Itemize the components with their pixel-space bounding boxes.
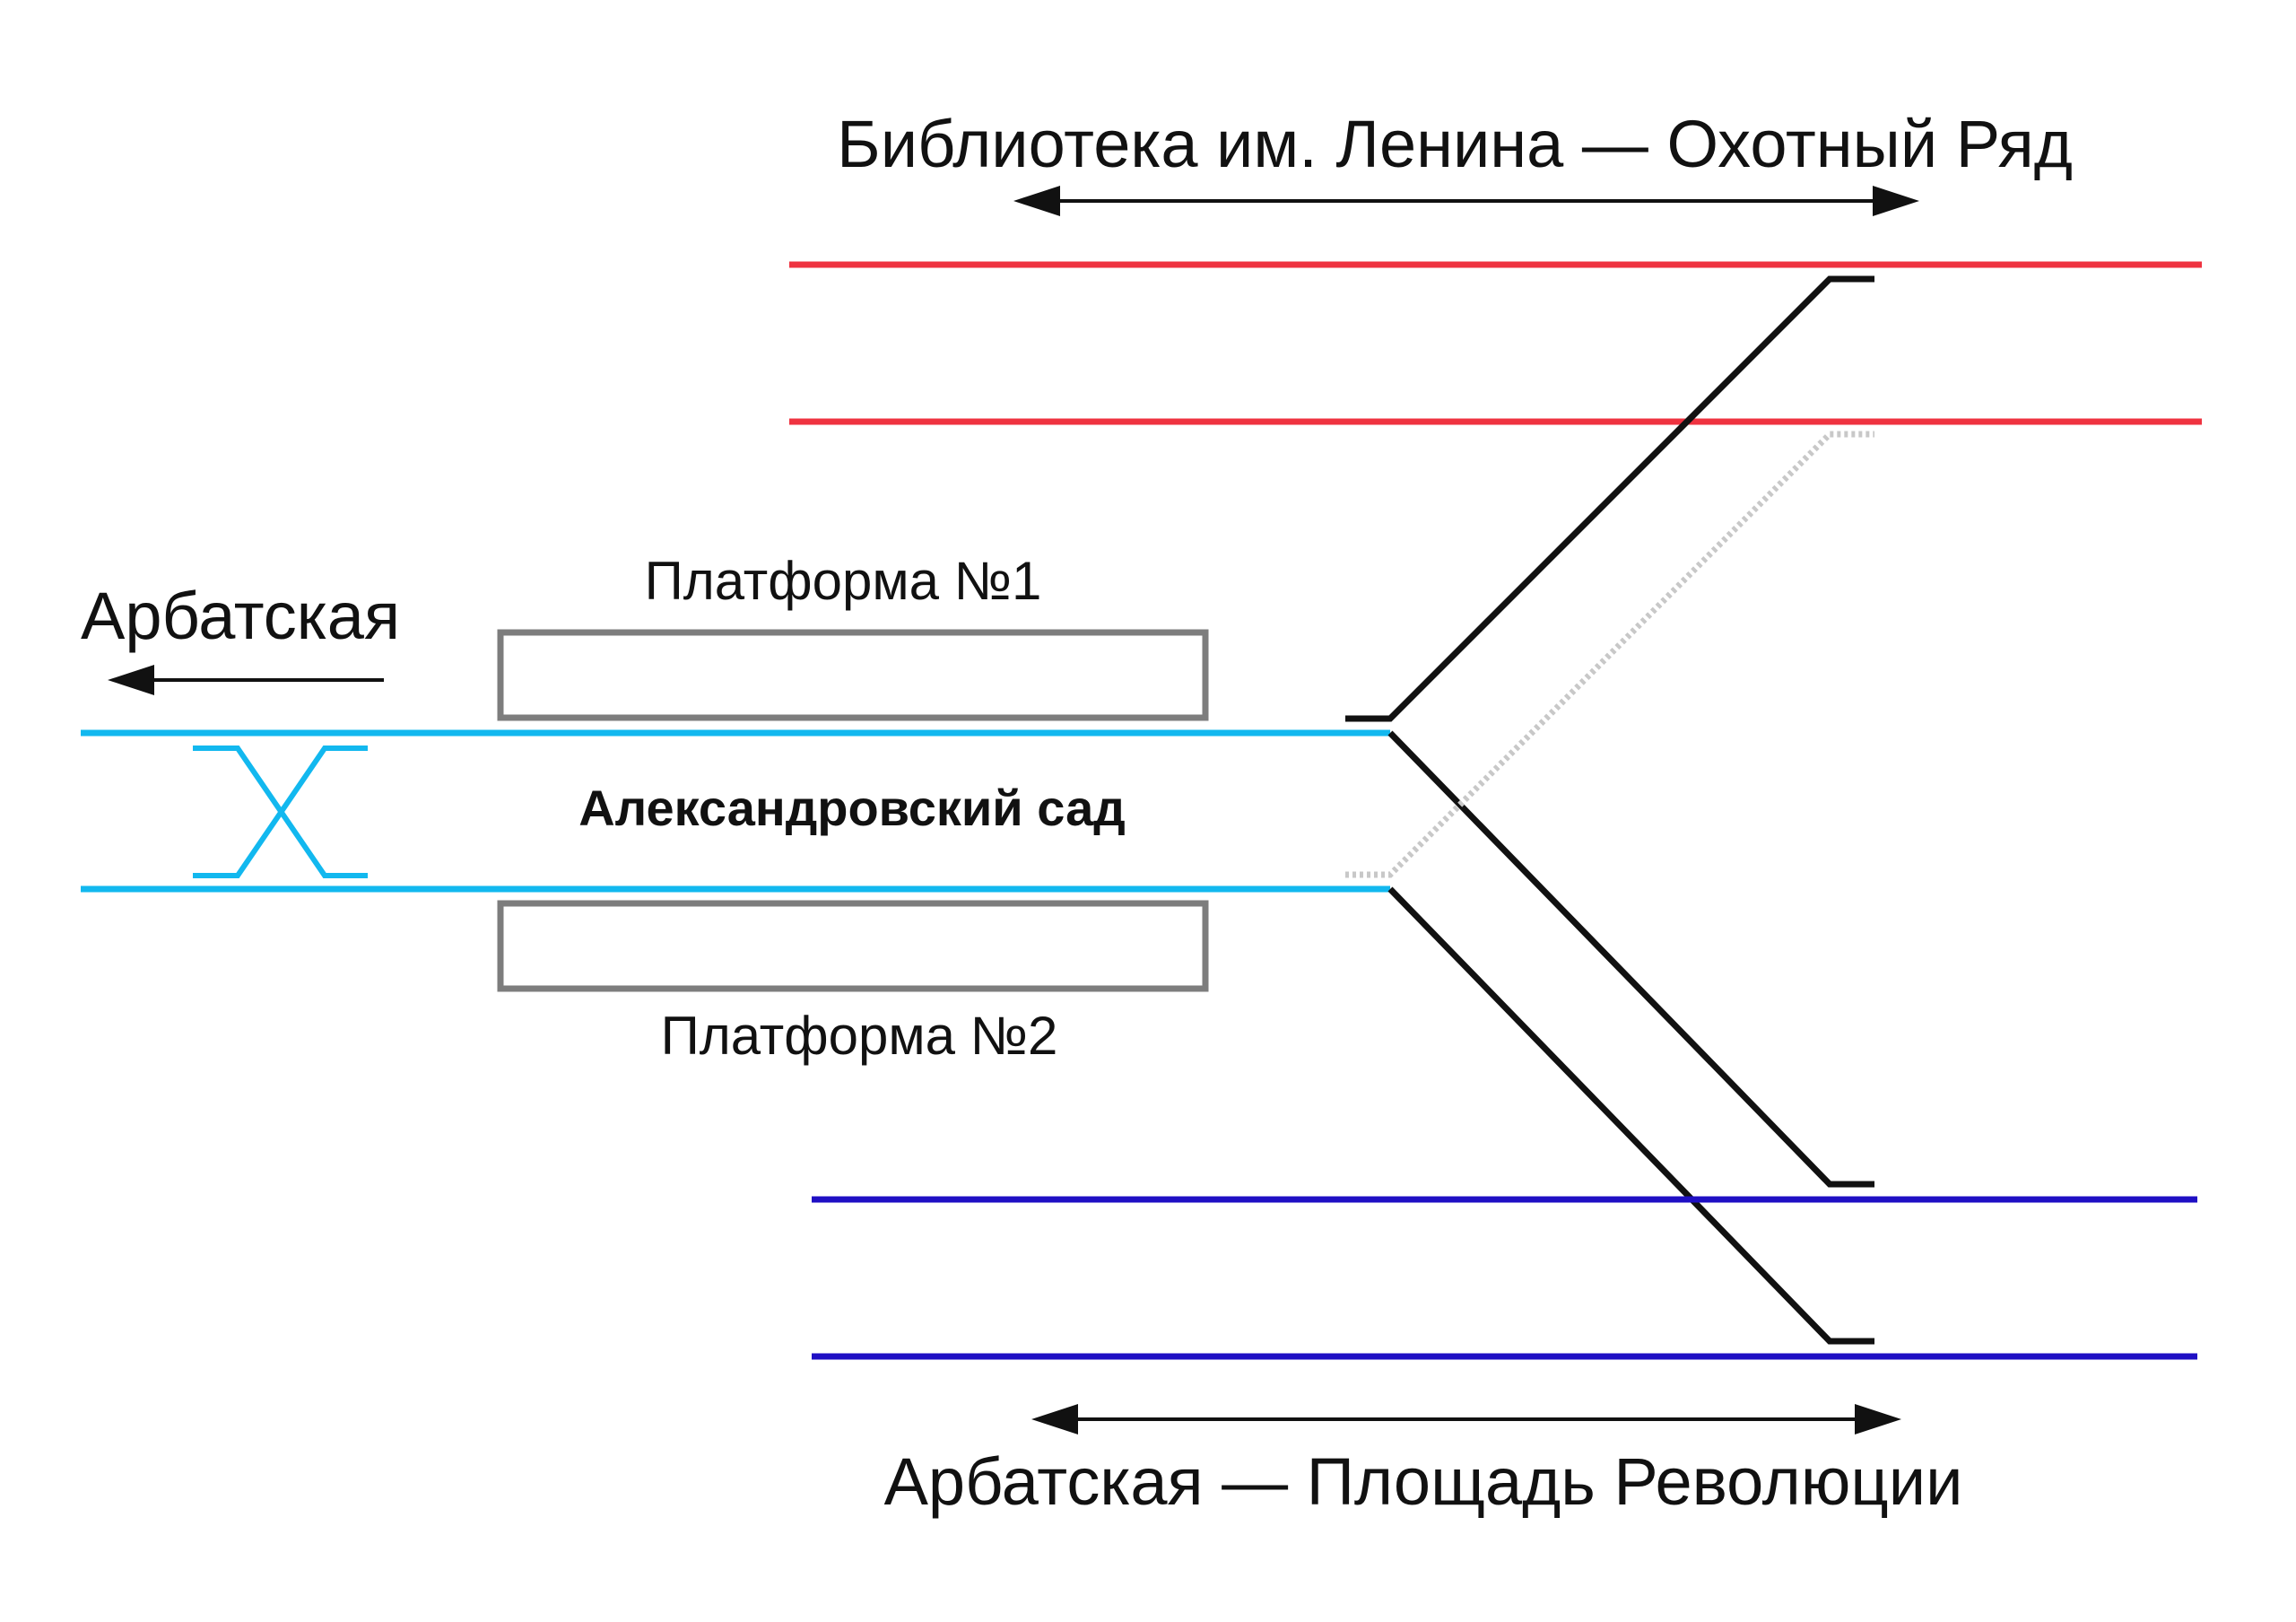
scissors-crossover: [193, 746, 368, 878]
platform-2-label: Платформа №2: [661, 1006, 1058, 1066]
left-direction-arrow: [108, 665, 384, 695]
connector-tracks: [1345, 275, 1874, 1345]
platform-1: [497, 629, 1209, 721]
station-name: Александровский сад: [578, 780, 1126, 836]
left-direction-label: Арбатская: [81, 579, 400, 653]
bottom-span-arrow: [1031, 1404, 1901, 1435]
platform-2: [497, 900, 1209, 992]
platform-1-label: Платформа №1: [645, 551, 1042, 611]
bottom-span-label: Арбатская — Площадь Революции: [884, 1444, 1963, 1519]
top-span-arrow: [1013, 186, 1919, 216]
top-span-label: Библиотека им. Ленина — Охотный Ряд: [837, 107, 2073, 181]
unused-connector-track: [1345, 431, 1874, 878]
